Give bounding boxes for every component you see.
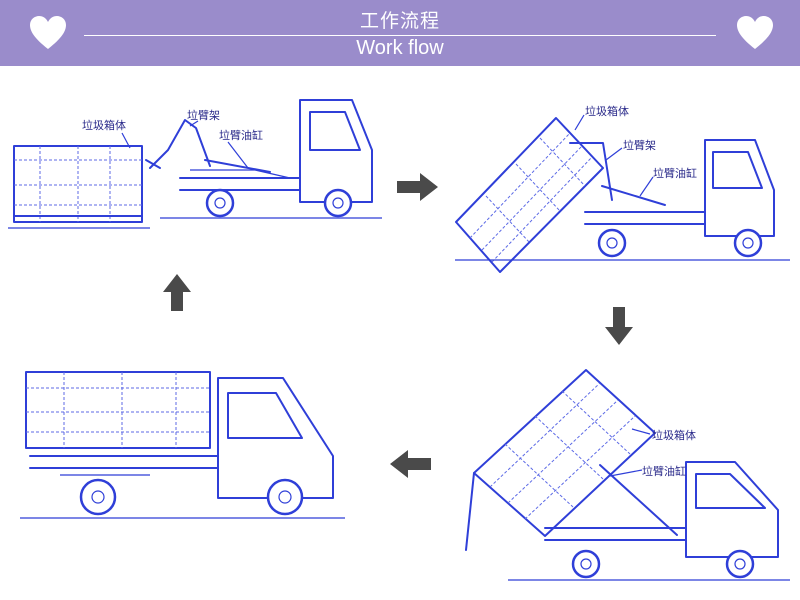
step-4-container xyxy=(25,371,211,449)
heart-icon xyxy=(30,16,66,49)
step-3-label-cylinder: 垃臂油缸 xyxy=(642,464,686,478)
step-2-panel: 垃圾箱体 垃臂架 垃臂油缸 xyxy=(455,104,790,273)
step-3-label-box: 垃圾箱体 xyxy=(652,428,696,442)
step-3-truck xyxy=(544,461,779,579)
title-english: Work flow xyxy=(356,37,444,59)
step-2-label-arm: 垃臂架 xyxy=(623,138,656,152)
step-1-box-leader xyxy=(121,132,131,149)
step-2-label-box: 垃圾箱体 xyxy=(585,104,629,118)
title-divider xyxy=(84,35,716,36)
title-chinese: 工作流程 xyxy=(359,10,440,32)
step-2-label-cylinder: 垃臂油缸 xyxy=(653,166,697,180)
workflow-diagram: 垃圾箱体 垃臂架 垃臂油缸 xyxy=(8,99,790,581)
step-1-cylinder-leader xyxy=(227,141,249,169)
step-1-container xyxy=(13,145,143,223)
arrow-left-icon xyxy=(390,450,431,478)
step-1-panel: 垃圾箱体 垃臂架 垃臂油缸 xyxy=(8,99,382,229)
step-2-arm-leader xyxy=(605,147,623,161)
step-3-box-leader xyxy=(631,428,651,435)
step-3-cylinder-leader xyxy=(609,469,643,477)
arrow-up-icon xyxy=(163,274,191,311)
step-1-truck xyxy=(145,99,373,218)
step-2-box-leader xyxy=(574,114,585,131)
step-3-panel: 垃圾箱体 垃臂油缸 xyxy=(465,369,790,581)
step-2-truck xyxy=(569,139,775,258)
step-1-arm-leader xyxy=(189,120,199,127)
arrow-right-icon xyxy=(397,173,438,201)
step-4-panel xyxy=(20,371,345,519)
heart-icon xyxy=(737,16,773,49)
step-1-label-cylinder: 垃臂油缸 xyxy=(219,128,263,142)
step-2-cylinder-leader xyxy=(639,176,654,197)
step-1-label-box: 垃圾箱体 xyxy=(82,118,126,132)
step-1-label-arm: 垃臂架 xyxy=(187,108,220,122)
header-banner: 工作流程 Work flow xyxy=(0,0,800,66)
step-3-container xyxy=(465,369,656,551)
step-2-container xyxy=(455,117,604,273)
step-4-truck xyxy=(29,377,334,516)
arrow-down-icon xyxy=(605,307,633,345)
